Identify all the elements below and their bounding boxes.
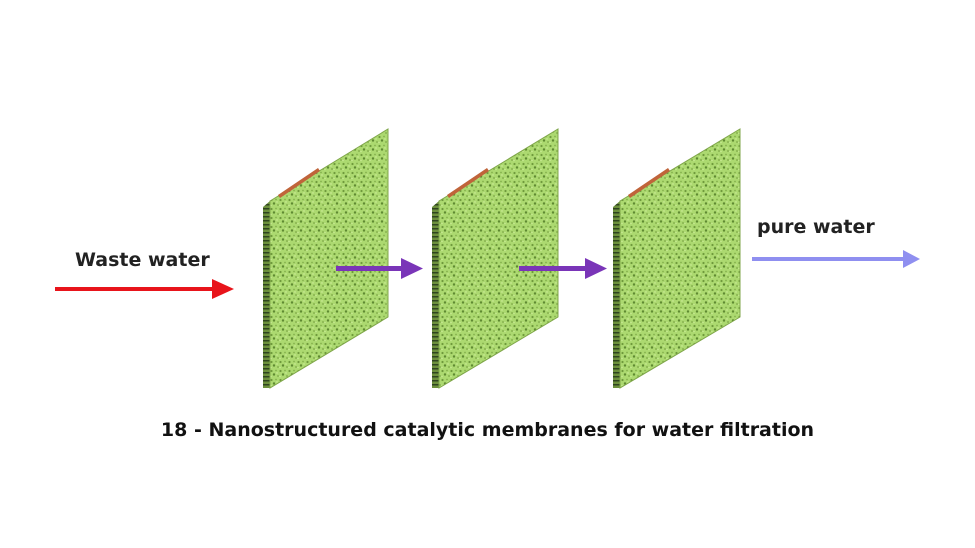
pure-water-label: pure water	[757, 216, 875, 238]
membrane-1-top-accent	[278, 168, 320, 198]
arrow-1-to-2	[336, 258, 423, 279]
membrane-3	[613, 128, 741, 389]
membrane-2-top-accent	[447, 168, 489, 198]
membrane-2-edge	[432, 201, 439, 388]
output-arrow	[752, 250, 920, 268]
membrane-1	[263, 128, 389, 389]
membrane-2-face	[438, 128, 559, 389]
membrane-3-top-accent	[628, 168, 670, 198]
membrane-2	[432, 128, 559, 389]
input-arrow	[55, 279, 234, 299]
membrane-1-face	[269, 128, 389, 389]
membrane-3-face	[619, 128, 741, 389]
figure-caption: 18 - Nanostructured catalytic membranes …	[160, 419, 815, 441]
waste-water-label: Waste water	[75, 249, 210, 271]
membrane-3-edge	[613, 201, 620, 388]
membrane-1-edge	[263, 201, 270, 388]
arrow-2-to-3	[519, 258, 607, 279]
